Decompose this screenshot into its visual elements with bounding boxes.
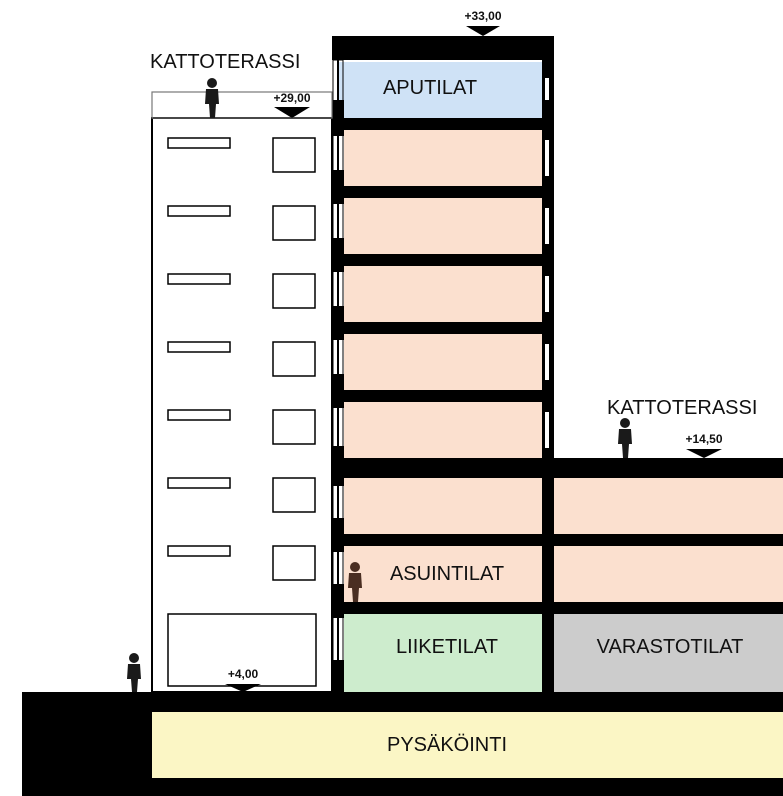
tower-left-col-seg-1 [332, 100, 344, 136]
tower-slab-1 [332, 118, 554, 130]
aputilat-zone [338, 62, 544, 118]
tower-floor-5 [344, 402, 544, 458]
adjacent-strip-window-4 [167, 341, 231, 353]
adjacent-strip-window-2 [167, 205, 231, 217]
adjacent-strip-window-1 [167, 137, 231, 149]
tower-floor-6 [344, 478, 544, 534]
room-label-liiketilat: LIIKETILAT [396, 636, 498, 658]
adjacent-strip-window-7 [167, 545, 231, 557]
adjacent-square-window-5 [272, 409, 316, 445]
room-label-varastotilat: VARASTOTILAT [597, 636, 744, 658]
tower-right-column-glass-2 [545, 140, 549, 176]
tower-floor-1 [344, 130, 544, 186]
tower-floor-3 [344, 266, 544, 322]
low-wing-residential-upper [554, 478, 783, 534]
tower-slab-2 [332, 186, 554, 198]
person-icon [205, 78, 219, 118]
tower-left-col-seg-3 [332, 238, 344, 272]
elevation-upper-terrace: +29,00 [273, 91, 310, 105]
triangle-down-icon [466, 26, 500, 36]
adjacent-strip-window-5 [167, 409, 231, 421]
tower-floor-7 [344, 546, 544, 602]
tower-roof-slab [332, 36, 554, 60]
triangle-down-icon [225, 684, 261, 692]
tower-floor-4 [344, 334, 544, 390]
low-wing-residential-lower [554, 546, 783, 602]
tower-left-col-seg-4 [332, 306, 344, 340]
adjacent-building-railing [151, 91, 333, 119]
adjacent-square-window-1 [272, 137, 316, 173]
low-wing-slab-2 [332, 602, 783, 614]
adjacent-square-window-2 [272, 205, 316, 241]
low-wing-column [542, 458, 554, 692]
triangle-down-icon [274, 107, 310, 118]
adjacent-square-window-4 [272, 341, 316, 377]
tower-left-col-seg-8 [332, 584, 344, 618]
elevation-lower-terrace: +14,50 [685, 432, 722, 446]
tower-slab-3 [332, 254, 554, 266]
tower-left-col-seg-5 [332, 374, 344, 408]
parking-zone [152, 712, 783, 778]
adjacent-building [151, 117, 333, 693]
tower-slab-4 [332, 322, 554, 334]
tower-right-column-glass-5 [545, 344, 549, 380]
tower-right-column-glass [545, 78, 549, 100]
tower-right-column-glass-6 [545, 412, 549, 448]
low-wing-slab-1 [332, 534, 783, 546]
tower-left-col-seg-6 [332, 446, 344, 486]
roof-terrace-label-upper: KATTOTERASSI [150, 51, 300, 73]
tower-right-column-glass-3 [545, 208, 549, 244]
triangle-down-icon [686, 449, 722, 458]
adjacent-square-window-7 [272, 545, 316, 581]
person-icon [348, 562, 362, 602]
person-icon [618, 418, 632, 458]
tower-floor-2 [344, 198, 544, 254]
tower-right-column-glass-4 [545, 276, 549, 312]
adjacent-square-window-3 [272, 273, 316, 309]
elevation-ground: +4,00 [228, 667, 259, 681]
room-label-asuintilat: ASUINTILAT [390, 563, 504, 585]
storage-zone [554, 614, 783, 692]
adjacent-strip-window-3 [167, 273, 231, 285]
tower-slab-5 [332, 390, 554, 402]
tower-left-col-seg-7 [332, 518, 344, 552]
elevation-top: +33,00 [464, 9, 501, 23]
tower-left-col-seg-2 [332, 170, 344, 204]
roof-terrace-label-lower: KATTOTERASSI [607, 397, 757, 419]
adjacent-strip-window-6 [167, 477, 231, 489]
adjacent-square-window-6 [272, 477, 316, 513]
liiketilat-zone [344, 614, 544, 692]
room-label-pysakointi: PYSÄKÖINTI [387, 734, 507, 756]
person-icon [127, 653, 141, 692]
adjacent-shopfront-window [167, 613, 317, 687]
low-wing-roof-slab [332, 458, 783, 478]
room-label-aputilat: APUTILAT [383, 77, 477, 99]
tower-left-col-seg-9 [332, 660, 344, 692]
